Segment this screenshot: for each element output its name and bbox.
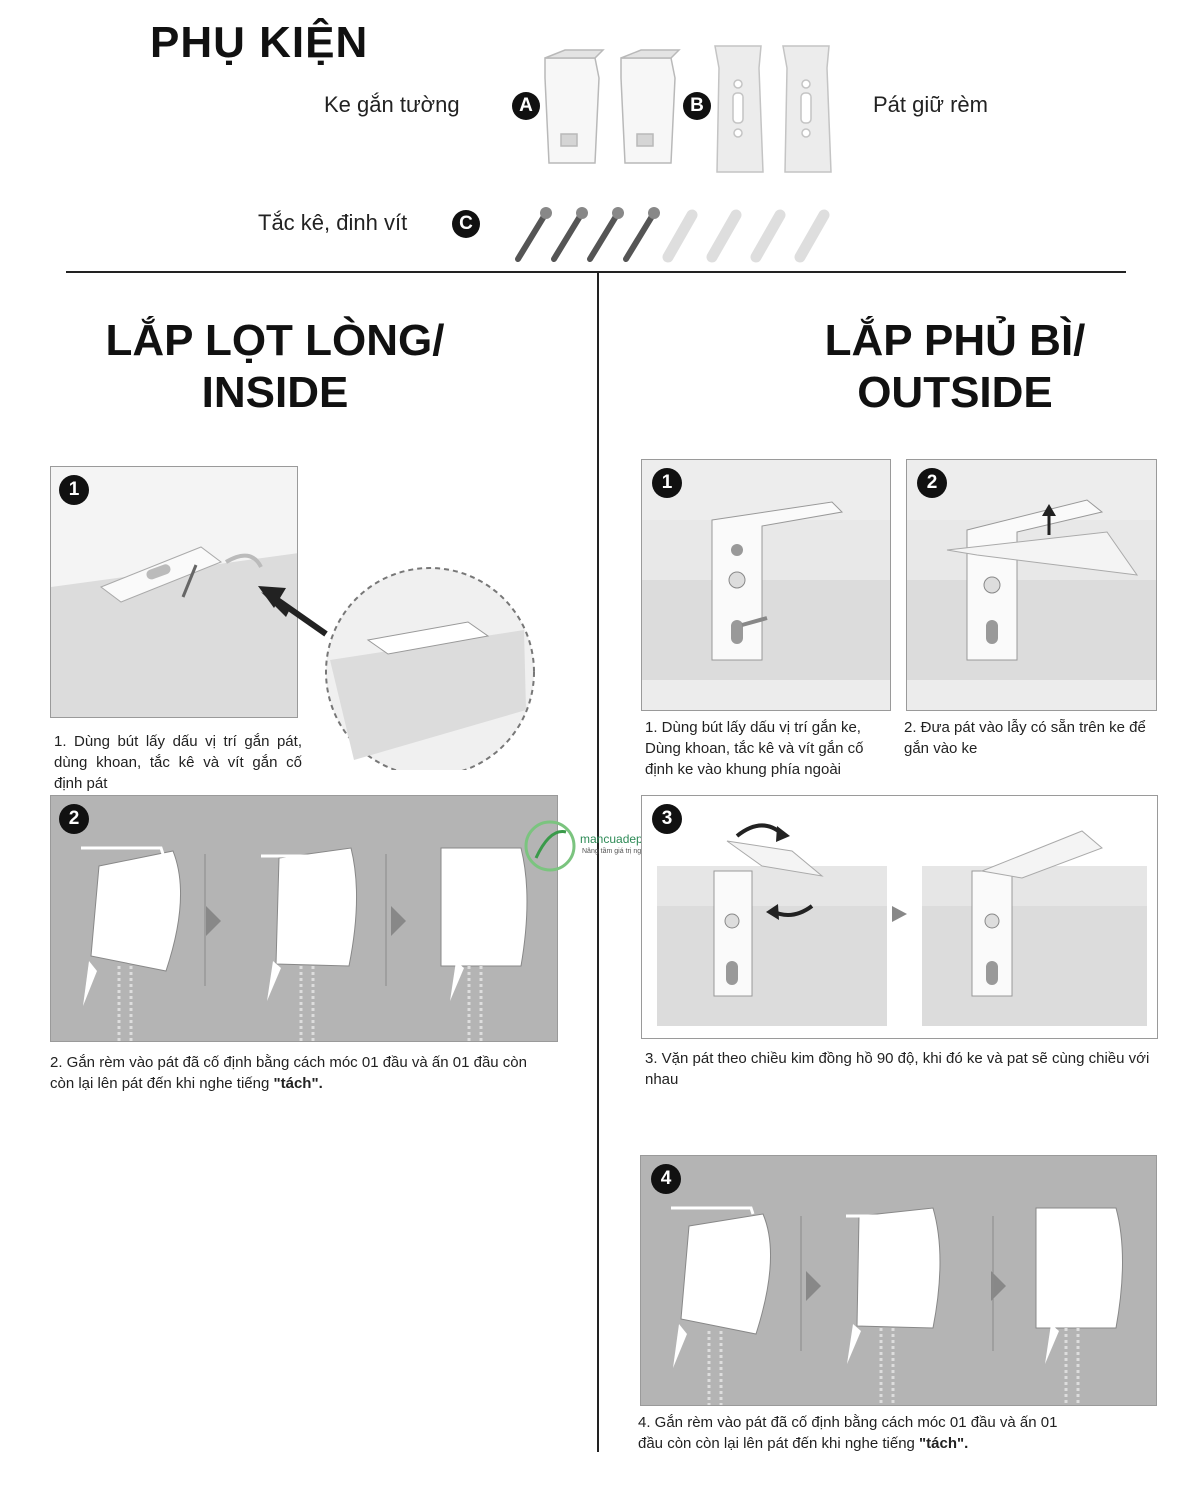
outside-step4-caption: 4. Gắn rèm vào pát đã cố định bằng cách … bbox=[638, 1412, 1168, 1454]
curtain-holder-label: Pát giữ rèm bbox=[873, 92, 988, 117]
outside-step4-badge: 4 bbox=[651, 1164, 681, 1194]
accessories-title: PHỤ KIỆN bbox=[150, 18, 369, 67]
outside-title-line1: LẮP PHỦ BÌ/ bbox=[824, 316, 1086, 365]
inside-step1-badge: 1 bbox=[59, 475, 89, 505]
outside-step3-image: 3 bbox=[641, 795, 1158, 1039]
badge-c: C bbox=[452, 210, 480, 238]
leaf-logo-icon bbox=[524, 820, 576, 872]
inside-step2-caption: 2. Gắn rèm vào pát đã cố định bằng cách … bbox=[50, 1052, 590, 1094]
watermark-tagline: Nâng tầm giá trị ngôi nhà bạn! bbox=[582, 848, 676, 855]
badge-a: A bbox=[512, 92, 540, 120]
horizontal-divider bbox=[66, 271, 1126, 273]
wall-bracket-image bbox=[544, 49, 681, 164]
outside-step2-caption: 2. Đưa pát vào lẫy có sẵn trên ke để gắn… bbox=[904, 719, 1146, 757]
inside-step2-badge: 2 bbox=[59, 804, 89, 834]
outside-step1-image: 1 bbox=[641, 459, 891, 711]
outside-step2-image: 2 bbox=[906, 459, 1157, 711]
vertical-divider bbox=[597, 272, 599, 1452]
outside-step3-caption: 3. Vặn pát theo chiều kim đồng hồ 90 độ,… bbox=[645, 1050, 1150, 1088]
curtain-holder-image bbox=[714, 45, 832, 173]
inside-step1-image: 1 bbox=[50, 466, 298, 718]
badge-b: B bbox=[683, 92, 711, 120]
outside-title-line2: OUTSIDE bbox=[857, 368, 1053, 417]
outside-step1-caption: 1. Dùng bút lấy dấu vị trí gắn ke, Dùng … bbox=[645, 719, 864, 778]
outside-step1-badge: 1 bbox=[652, 468, 682, 498]
inside-title-line1: LẮP LỌT LÒNG/ bbox=[105, 316, 445, 365]
inside-step2-image: 2 bbox=[50, 795, 558, 1042]
inside-step1-zoom bbox=[258, 567, 535, 770]
inside-step2-caption-line1: 2. Gắn rèm vào pát đã cố định bằng cách … bbox=[50, 1054, 527, 1071]
wall-bracket-label: Ke gắn tường bbox=[324, 92, 460, 117]
outside-step2-badge: 2 bbox=[917, 468, 947, 498]
outside-step4-caption-line1: 4. Gắn rèm vào pát đã cố định bằng cách … bbox=[638, 1414, 1058, 1431]
inside-step2-caption-line2: còn lại lên pát đến khi nghe tiếng "tách… bbox=[50, 1075, 323, 1092]
outside-step4-image: 4 bbox=[640, 1155, 1157, 1406]
outside-step3-badge: 3 bbox=[652, 804, 682, 834]
watermark-brand: mancuadep.vn bbox=[580, 832, 659, 846]
inside-step1-caption: 1. Dùng bút lấy dấu vị trí gắn pát, dùng… bbox=[54, 733, 302, 792]
screws-anchors-image bbox=[515, 207, 830, 263]
inside-title-line2: INSIDE bbox=[201, 368, 349, 417]
outside-step4-caption-line2: đầu còn còn lại lên pát đến khi nghe tiế… bbox=[638, 1435, 969, 1452]
screws-label: Tắc kê, đinh vít bbox=[258, 210, 408, 235]
